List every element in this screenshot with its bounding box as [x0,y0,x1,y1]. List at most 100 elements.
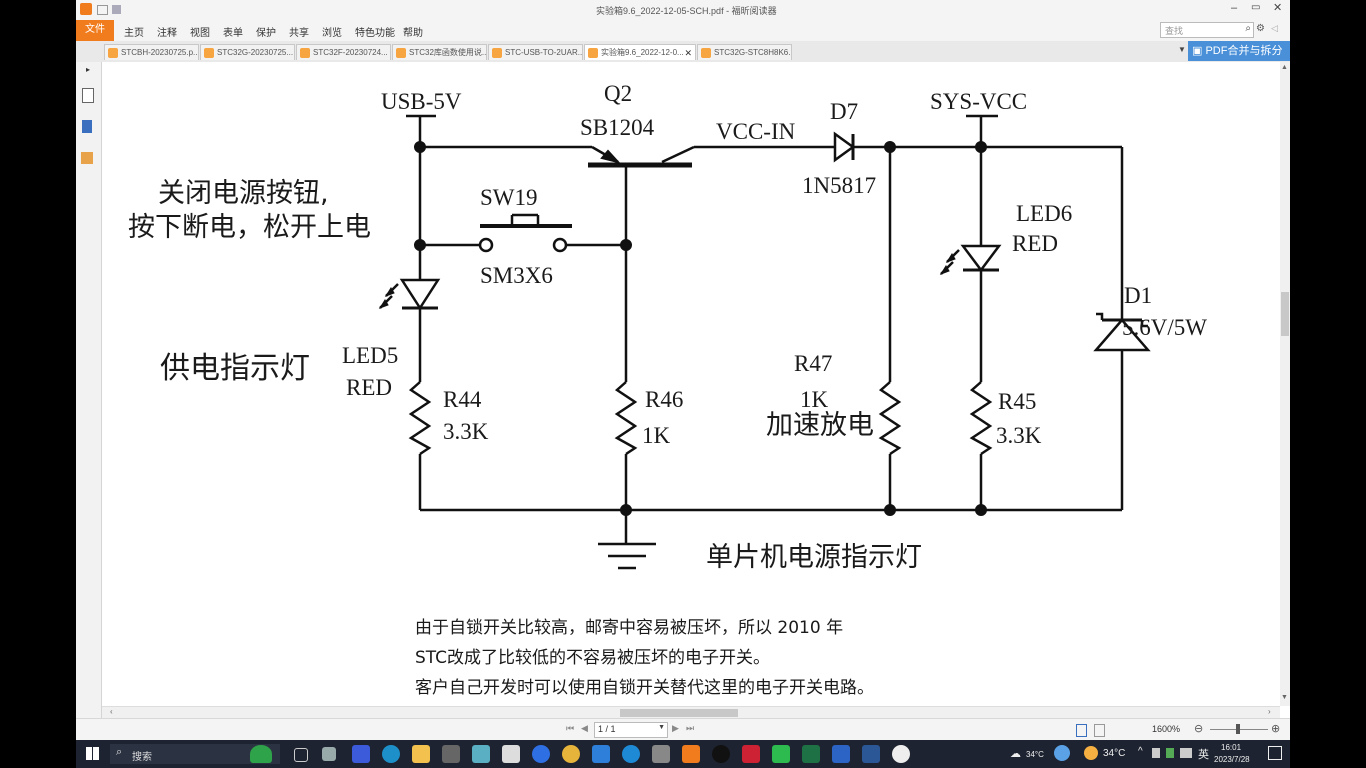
tray-expand-icon[interactable]: ^ [1138,746,1143,757]
weather-cloud-icon[interactable]: ☁ [1010,748,1021,760]
calculator-icon[interactable] [442,745,460,763]
scroll-left-arrow[interactable]: ‹ [110,707,113,716]
single-page-view-icon[interactable] [1076,724,1087,737]
layers-icon[interactable] [81,152,93,164]
pdf-icon [108,48,118,58]
taskbar-search[interactable]: ⌕ 搜索 [110,744,280,764]
tab-6[interactable]: STC32G-STC8H8K6... [697,44,792,60]
close-button[interactable]: ✕ [1273,2,1283,14]
pdf-icon [396,48,406,58]
file-explorer-icon[interactable] [412,745,430,763]
label-q2-part: SB1204 [580,115,655,140]
pdf-merge-split-button[interactable]: ▣ PDF合并与拆分 [1188,41,1290,61]
last-page-icon[interactable]: ⏭ [686,723,695,733]
app-icon-6[interactable] [832,745,850,763]
tab-dropdown-icon[interactable]: ▼ [1178,45,1186,54]
foxit-reader-icon[interactable] [682,745,700,763]
weather-temp-1: 34°C [1026,750,1044,759]
clock-date[interactable]: 2023/7/28 [1214,755,1250,764]
app-icon-1[interactable] [352,745,370,763]
app-icon-2[interactable] [472,745,490,763]
pages-icon[interactable] [82,120,92,133]
save-icon[interactable] [112,5,121,14]
first-page-icon[interactable]: ⏮ [566,723,575,733]
zoom-in-button[interactable]: ⊕ [1271,723,1281,735]
ime-indicator[interactable]: 英 [1198,749,1209,761]
title-bar: 实验箱9.6_2022-12-05-SCH.pdf - 福昕阅读器 – ▭ ✕ [76,0,1290,20]
menu-browse[interactable]: 浏览 [322,28,342,39]
zoom-slider-thumb[interactable] [1236,724,1240,734]
page-number-input[interactable]: 1 / 1 ▼ [594,722,668,738]
menu-features[interactable]: 特色功能 [355,28,395,39]
document-view[interactable]: USB-5V Q2 SB1204 VCC-IN D7 1N5817 SYS-VC… [102,62,1280,706]
next-page-icon[interactable]: ▶ [672,723,679,733]
zoom-level[interactable]: 1600% [1152,724,1181,734]
weather-sun-icon[interactable] [1084,746,1098,760]
island-image-icon [250,745,272,763]
taskbar-search-label: 搜索 [132,752,152,763]
ie-icon[interactable] [622,745,640,763]
tab-1[interactable]: STC32G-20230725... [200,44,295,60]
menu-form[interactable]: 表单 [223,28,243,39]
search-input[interactable]: 查找 ⌕ [1160,22,1254,38]
menu-share[interactable]: 共享 [289,28,309,39]
label-led5: LED5 [342,343,399,368]
mail-icon[interactable] [592,745,610,763]
qq-icon[interactable] [712,745,730,763]
tab-3[interactable]: STC32库函数使用说... [392,44,487,60]
page-dropdown-icon[interactable]: ▼ [658,724,665,731]
tab-4[interactable]: STC-USB-TO-2UAR... [488,44,583,60]
search-icon[interactable]: ⌕ [1245,23,1251,34]
continuous-view-icon[interactable] [1094,724,1105,737]
widgets-icon[interactable] [322,747,336,761]
task-view-icon[interactable] [294,748,308,762]
clock-time[interactable]: 16:01 [1221,743,1242,752]
tab-close-icon[interactable]: ✕ [684,48,692,58]
label-led6-color: RED [1012,231,1058,256]
windows-start-icon[interactable] [86,747,99,760]
excel-icon[interactable] [802,745,820,763]
vertical-scrollbar[interactable]: ▲ ▼ [1280,62,1290,706]
file-menu-button[interactable]: 文件 [76,20,114,41]
tray-icons[interactable] [1152,748,1192,758]
app-logo-icon [80,3,92,15]
app-icon-4[interactable] [652,745,670,763]
wechat-icon[interactable] [772,745,790,763]
vertical-scroll-thumb[interactable] [1281,292,1289,336]
open-icon[interactable] [97,5,108,15]
expand-panel-icon[interactable]: ▸ [86,65,91,74]
menu-help[interactable]: 帮助 [403,28,423,39]
label-d1: D1 [1124,283,1153,308]
help-icon[interactable] [1054,745,1070,761]
zoom-out-button[interactable]: ⊖ [1194,723,1204,735]
scroll-down-arrow[interactable]: ▼ [1281,694,1288,701]
horizontal-scrollbar[interactable]: ‹ › [102,706,1280,719]
word-icon[interactable] [862,745,880,763]
settings-gear-icon[interactable]: ⚙ [1256,23,1265,34]
tab-0[interactable]: STCBH-20230725.p... [104,44,199,60]
label-r47: R47 [794,351,833,376]
prev-page-icon[interactable]: ◀ [581,723,588,733]
app-icon-7[interactable] [892,745,910,763]
label-d1-value: 5.6V/5W [1122,315,1207,340]
app-icon-3[interactable] [532,745,550,763]
edge-browser-icon[interactable] [382,745,400,763]
pdf-icon [588,48,598,58]
app-icon-5[interactable] [742,745,760,763]
menu-view[interactable]: 视图 [190,28,210,39]
page-thumbnail-icon[interactable] [82,88,94,103]
scroll-right-arrow[interactable]: › [1268,707,1271,716]
chrome-icon[interactable] [562,745,580,763]
menu-comment[interactable]: 注释 [157,28,177,39]
menu-protect[interactable]: 保护 [256,28,276,39]
back-arrow-icon[interactable]: ◁ [1271,23,1278,33]
notification-icon[interactable] [1268,746,1282,760]
store-icon[interactable] [502,745,520,763]
maximize-button[interactable]: ▭ [1251,2,1261,13]
tab-2[interactable]: STC32F-20230724... [296,44,391,60]
horizontal-scroll-thumb[interactable] [620,709,738,717]
menu-home[interactable]: 主页 [124,28,144,39]
minimize-button[interactable]: – [1231,2,1238,14]
tab-5-active[interactable]: 实验箱9.6_2022-12-0...✕ [584,44,696,60]
scroll-up-arrow[interactable]: ▲ [1281,64,1288,71]
